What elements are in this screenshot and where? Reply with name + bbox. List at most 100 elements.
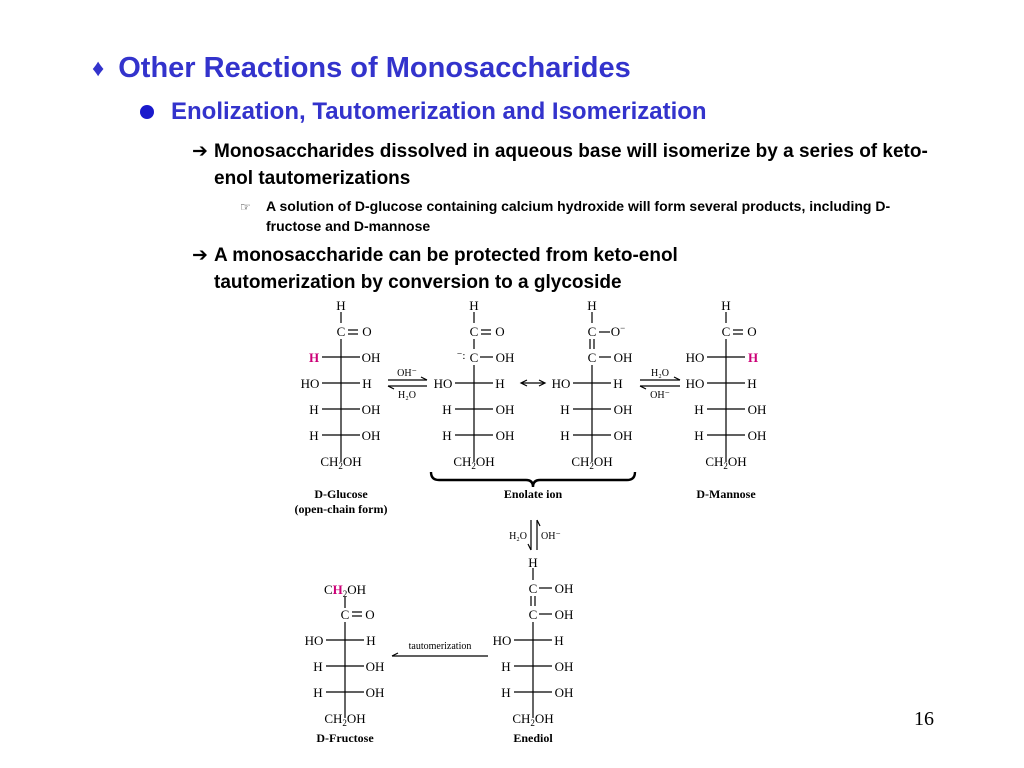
svg-text:H: H bbox=[309, 402, 318, 417]
svg-text:C: C bbox=[588, 324, 597, 339]
svg-text:H: H bbox=[495, 376, 504, 391]
svg-text:H: H bbox=[442, 428, 451, 443]
svg-text:C: C bbox=[722, 324, 731, 339]
svg-text:HO: HO bbox=[493, 633, 512, 648]
svg-text:H: H bbox=[560, 428, 569, 443]
svg-text:OH: OH bbox=[362, 350, 381, 365]
svg-text:O: O bbox=[362, 324, 371, 339]
svg-text:C: C bbox=[470, 350, 479, 365]
slide-title: ♦ Other Reactions of Monosaccharides bbox=[92, 52, 631, 85]
diamond-icon: ♦ bbox=[92, 54, 105, 82]
right-arrow-icon: ➔ bbox=[192, 245, 208, 266]
svg-text:OH: OH bbox=[555, 659, 574, 674]
structure-name: D-Fructose bbox=[316, 731, 374, 745]
structure-name: D-Glucose bbox=[314, 487, 368, 501]
reagent-label: H₂O bbox=[651, 368, 669, 379]
svg-text:H: H bbox=[694, 428, 703, 443]
svg-text:H: H bbox=[560, 402, 569, 417]
svg-text:H: H bbox=[613, 376, 622, 391]
svg-text:CH2OH: CH2OH bbox=[512, 711, 553, 728]
svg-text:C: C bbox=[337, 324, 346, 339]
svg-text:OH: OH bbox=[496, 402, 515, 417]
bullet-level4-1-text: A solution of D-glucose containing calci… bbox=[266, 198, 891, 234]
svg-text:CH2OH: CH2OH bbox=[324, 582, 366, 599]
page-number: 16 bbox=[914, 708, 934, 730]
svg-text:OH: OH bbox=[614, 428, 633, 443]
enolate-resonance-structure bbox=[573, 312, 611, 462]
svg-text:HO: HO bbox=[552, 376, 571, 391]
svg-text:CH2OH: CH2OH bbox=[453, 454, 494, 471]
svg-text:OH: OH bbox=[748, 402, 767, 417]
bullet-level3-2-text: A monosaccharide can be protected from k… bbox=[214, 245, 678, 293]
svg-text:H: H bbox=[336, 298, 345, 313]
svg-text:H: H bbox=[501, 659, 510, 674]
svg-text:O−: O− bbox=[611, 323, 625, 339]
reagent-label: OH⁻ bbox=[397, 368, 417, 379]
svg-text:H: H bbox=[313, 685, 322, 700]
equilibrium-arrow-glucose-enolate bbox=[387, 376, 428, 390]
reagent-label: H₂O bbox=[509, 531, 527, 542]
svg-text:HO: HO bbox=[686, 350, 705, 365]
bullet-level2: Enolization, Tautomerization and Isomeri… bbox=[140, 98, 707, 126]
svg-text:H: H bbox=[694, 402, 703, 417]
svg-text:HO: HO bbox=[305, 633, 324, 648]
svg-text:H: H bbox=[554, 633, 563, 648]
reagent-label: H₂O bbox=[398, 390, 416, 401]
mannose-atom-labels: H C O HO H HO H H OH H OH CH2OH bbox=[686, 298, 767, 471]
svg-text:H: H bbox=[528, 555, 537, 570]
title-text: Other Reactions of Monosaccharides bbox=[118, 52, 631, 84]
reagent-label: OH⁻ bbox=[541, 531, 561, 542]
svg-text:HO: HO bbox=[301, 376, 320, 391]
enolate-bracket bbox=[429, 471, 637, 488]
svg-text:O: O bbox=[495, 324, 504, 339]
structure-name: D-Mannose bbox=[696, 487, 756, 501]
svg-text:CH2OH: CH2OH bbox=[320, 454, 361, 471]
svg-text:H: H bbox=[366, 633, 375, 648]
svg-text:OH: OH bbox=[362, 428, 381, 443]
tautomerization-label: tautomerization bbox=[409, 641, 472, 652]
structure-name: Enolate ion bbox=[504, 487, 563, 501]
svg-text:C: C bbox=[529, 607, 538, 622]
svg-text:H: H bbox=[313, 659, 322, 674]
glucose-structure bbox=[322, 312, 360, 462]
svg-text:CH2OH: CH2OH bbox=[324, 711, 365, 728]
tautomerization-arrow bbox=[391, 652, 488, 657]
equilibrium-arrow-enolate-enediol bbox=[527, 519, 541, 551]
svg-text:H: H bbox=[442, 402, 451, 417]
enolate-atom-labels: H C O ⁻: C OH HO H H OH H OH CH2OH bbox=[434, 298, 515, 471]
fructose-structure bbox=[326, 597, 364, 718]
enediol-atom-labels: H C OH C OH HO H H OH H OH CH2OH bbox=[493, 555, 574, 728]
bullet-level2-text: Enolization, Tautomerization and Isomeri… bbox=[171, 98, 707, 125]
svg-text:HO: HO bbox=[434, 376, 453, 391]
enolate-resonance-atom-labels: H C O− C OH HO H H OH H OH CH2OH bbox=[552, 298, 633, 471]
svg-text:C: C bbox=[529, 581, 538, 596]
svg-text:H: H bbox=[469, 298, 478, 313]
svg-text:OH: OH bbox=[496, 350, 515, 365]
svg-text:H: H bbox=[309, 350, 319, 365]
mannose-structure bbox=[707, 312, 745, 462]
pointing-hand-icon: ☞ bbox=[240, 200, 251, 214]
svg-text:C: C bbox=[470, 324, 479, 339]
svg-text:O: O bbox=[365, 607, 374, 622]
reagent-label: OH⁻ bbox=[650, 390, 670, 401]
bullet-level4-1: ☞ A solution of D-glucose containing cal… bbox=[240, 196, 940, 236]
svg-text:H: H bbox=[501, 685, 510, 700]
svg-text:H: H bbox=[747, 376, 756, 391]
svg-text:H: H bbox=[309, 428, 318, 443]
svg-text:OH: OH bbox=[555, 581, 574, 596]
filled-circle-icon bbox=[140, 105, 154, 119]
svg-text:O: O bbox=[747, 324, 756, 339]
glucose-atom-labels: H C O H OH HO H H OH H OH CH2OH bbox=[301, 298, 381, 471]
fructose-atom-labels: CH2OH C O HO H H OH H OH CH2OH bbox=[305, 582, 385, 728]
bullet-level3-1: ➔ Monosaccharides dissolved in aqueous b… bbox=[192, 138, 932, 192]
svg-text:OH: OH bbox=[496, 428, 515, 443]
structure-subname: (open-chain form) bbox=[295, 502, 388, 516]
svg-text:H: H bbox=[721, 298, 730, 313]
svg-text:H: H bbox=[587, 298, 596, 313]
svg-text:C: C bbox=[341, 607, 350, 622]
svg-text:OH: OH bbox=[748, 428, 767, 443]
svg-text:HO: HO bbox=[686, 376, 705, 391]
svg-text:⁻:: ⁻: bbox=[457, 350, 466, 362]
bullet-level3-2: ➔ A monosaccharide can be protected from… bbox=[192, 242, 792, 296]
